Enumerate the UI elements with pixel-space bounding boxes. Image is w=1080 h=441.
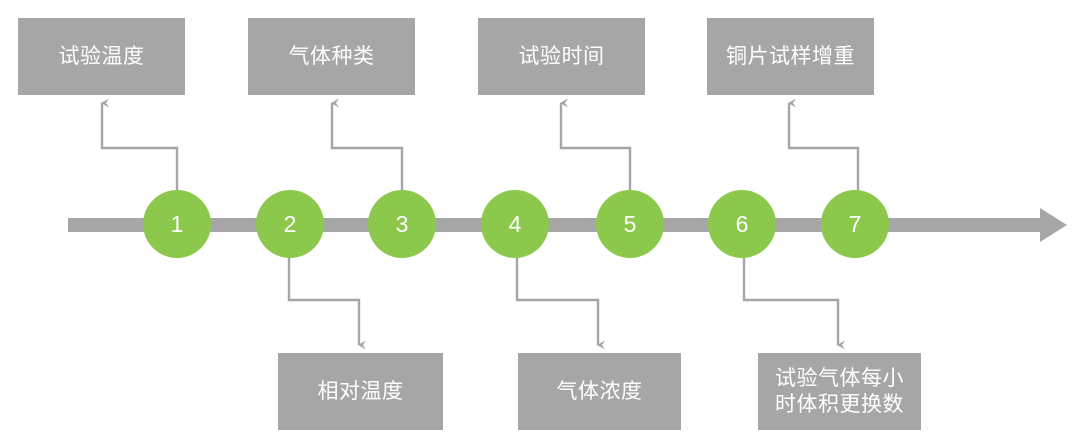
bottom-label-box-2[interactable]: 气体浓度 bbox=[518, 353, 681, 430]
timeline-node-2[interactable]: 2 bbox=[256, 190, 324, 258]
bottom-label-box-1[interactable]: 相对温度 bbox=[278, 353, 443, 430]
connector-node2-to-bottom-box-1 bbox=[287, 249, 366, 350]
top-label-box-2[interactable]: 气体种类 bbox=[248, 18, 415, 95]
top-label-box-3[interactable]: 试验时间 bbox=[478, 18, 645, 95]
timeline-node-3[interactable]: 3 bbox=[368, 190, 436, 258]
timeline-node-4[interactable]: 4 bbox=[481, 190, 549, 258]
timeline-bar bbox=[68, 208, 1067, 242]
connector-node7-to-top-box-4 bbox=[787, 98, 860, 200]
connector-node4-to-bottom-box-2 bbox=[515, 249, 605, 350]
connector-node1-to-top-box-1 bbox=[100, 98, 179, 200]
top-label-box-1[interactable]: 试验温度 bbox=[18, 18, 185, 95]
bottom-label-box-3[interactable]: 试验气体每小 时体积更换数 bbox=[758, 353, 921, 430]
connector-node3-to-top-box-2 bbox=[330, 98, 404, 200]
connector-node6-to-bottom-box-3 bbox=[742, 249, 845, 350]
top-label-box-4[interactable]: 铜片试样增重 bbox=[707, 18, 874, 95]
timeline-node-7[interactable]: 7 bbox=[821, 190, 889, 258]
connector-node5-to-top-box-3 bbox=[559, 98, 632, 200]
timeline-node-5[interactable]: 5 bbox=[596, 190, 664, 258]
timeline-node-6[interactable]: 6 bbox=[708, 190, 776, 258]
timeline-node-1[interactable]: 1 bbox=[143, 190, 211, 258]
